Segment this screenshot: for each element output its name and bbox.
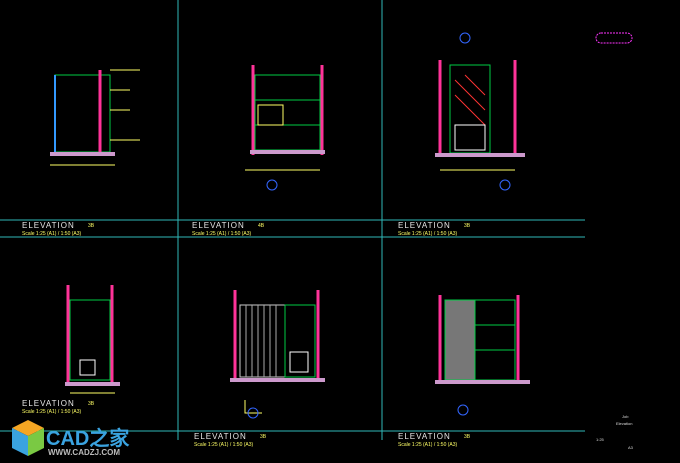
panel-code-2: 4B — [258, 223, 265, 229]
panel-title-5: ELEVATION — [194, 432, 247, 441]
panel-title-2: ELEVATION — [192, 221, 245, 230]
panel-scale-4: Scale 1:25 (A1) / 1:50 (A3) — [22, 409, 82, 415]
panel-code-4: 3B — [88, 401, 95, 407]
elevation-drawing-2 — [245, 65, 325, 191]
panel-code-5: 3B — [260, 434, 267, 440]
panel-scale-2: Scale 1:25 (A1) / 1:50 (A3) — [192, 231, 252, 237]
panel-title-4: ELEVATION — [22, 399, 75, 408]
title-block-scale: 1:25 — [596, 437, 604, 442]
elevation-drawing-1 — [50, 69, 140, 166]
elevation-drawing-4 — [65, 285, 120, 394]
revision-cloud — [595, 32, 633, 44]
panel-title-3: ELEVATION — [398, 221, 451, 230]
panel-scale-3: Scale 1:25 (A1) / 1:50 (A3) — [398, 231, 458, 237]
elevation-drawing-6 — [435, 295, 530, 416]
elevation-drawing-5 — [230, 290, 325, 419]
panel-title-1: ELEVATION — [22, 221, 75, 230]
watermark-logo: CAD之家 WWW.CADZJ.COM — [8, 418, 129, 463]
title-block-job: Job — [622, 414, 629, 419]
elevation-drawing-3 — [435, 32, 525, 191]
panel-code-6: 3B — [464, 434, 471, 440]
panel-code-1: 3B — [88, 223, 95, 229]
panel-scale-1: Scale 1:25 (A1) / 1:50 (A3) — [22, 231, 82, 237]
panel-scale-5: Scale 1:25 (A1) / 1:50 (A3) — [194, 442, 254, 448]
panel-title-6: ELEVATION — [398, 432, 451, 441]
watermark-name: CAD之家 — [46, 428, 130, 450]
panel-code-3: 3B — [464, 223, 471, 229]
cube-logo-icon — [12, 420, 44, 456]
panel-scale-6: Scale 1:25 (A1) / 1:50 (A3) — [398, 442, 458, 448]
title-block-name: Elevation — [616, 421, 633, 426]
watermark-url: WWW.CADZJ.COM — [48, 448, 120, 457]
sheet-grid — [0, 0, 585, 440]
title-block-size: A3 — [628, 445, 633, 450]
